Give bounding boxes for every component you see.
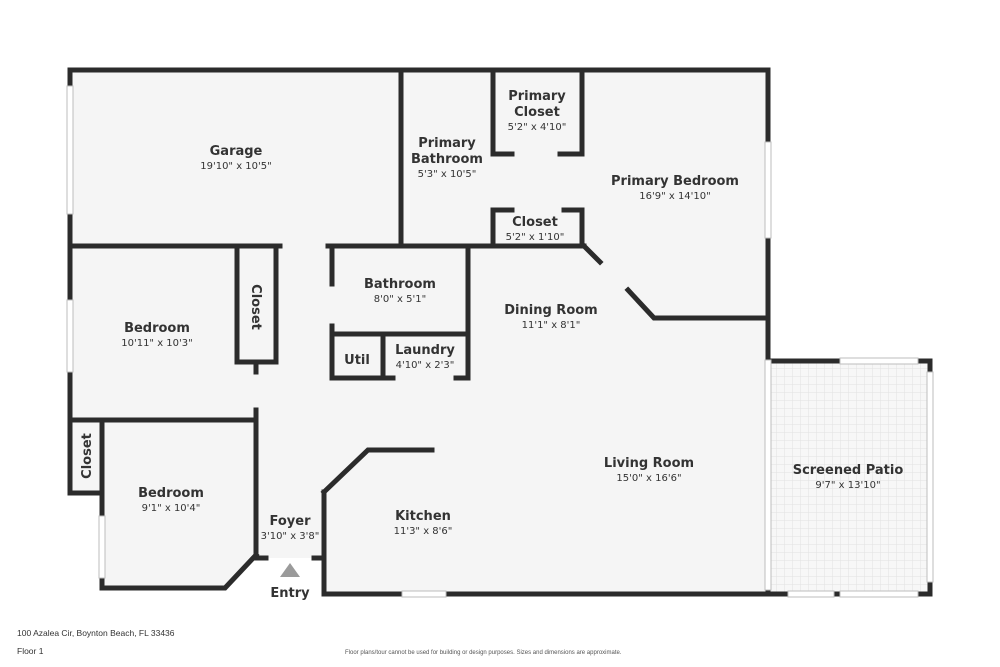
bedroom-2-dim: 9'1" x 10'4" bbox=[142, 503, 201, 514]
bedroom-1-name: Bedroom bbox=[124, 321, 190, 336]
primary-bedroom-name: Primary Bedroom bbox=[611, 174, 739, 189]
room-labels: Garage 19'10" x 10'5" Primary Bathroom 5… bbox=[80, 89, 903, 542]
kitchen-name: Kitchen bbox=[395, 509, 451, 524]
bathroom-dim: 8'0" x 5'1" bbox=[374, 294, 426, 305]
windows bbox=[66, 85, 934, 598]
primary-closet-name-1: Primary bbox=[508, 89, 566, 104]
primary-closet-name-2: Closet bbox=[514, 105, 560, 120]
closet-vertical-1-name: Closet bbox=[248, 284, 263, 330]
kitchen-dim: 11'3" x 8'6" bbox=[394, 526, 453, 537]
primary-bedroom-dim: 16'9" x 14'10" bbox=[639, 191, 711, 202]
entry-label: Entry bbox=[270, 586, 310, 601]
floor-label: Floor 1 bbox=[17, 646, 44, 656]
bedroom-1-dim: 10'11" x 10'3" bbox=[121, 338, 193, 349]
laundry-name: Laundry bbox=[395, 343, 455, 358]
util-name: Util bbox=[344, 353, 370, 368]
primary-closet-dim: 5'2" x 4'10" bbox=[508, 122, 567, 133]
garage-name: Garage bbox=[210, 144, 263, 159]
foyer-name: Foyer bbox=[270, 514, 312, 529]
laundry-dim: 4'10" x 2'3" bbox=[396, 360, 455, 371]
closet-small-dim: 5'2" x 1'10" bbox=[506, 232, 565, 243]
disclaimer-text: Floor plans/tour cannot be used for buil… bbox=[345, 650, 622, 656]
living-room-dim: 15'0" x 16'6" bbox=[616, 473, 681, 484]
foyer-dim: 3'10" x 3'8" bbox=[261, 531, 320, 542]
closet-small-name: Closet bbox=[512, 215, 558, 230]
dining-room-dim: 11'1" x 8'1" bbox=[522, 320, 581, 331]
closet-vertical-2-name: Closet bbox=[80, 433, 95, 479]
primary-bathroom-name-2: Bathroom bbox=[411, 152, 483, 167]
dining-room-name: Dining Room bbox=[504, 303, 597, 318]
garage-dim: 19'10" x 10'5" bbox=[200, 161, 272, 172]
bedroom-2-name: Bedroom bbox=[138, 486, 204, 501]
screened-patio-name: Screened Patio bbox=[793, 463, 904, 478]
bathroom-name: Bathroom bbox=[364, 277, 436, 292]
primary-bathroom-dim: 5'3" x 10'5" bbox=[418, 169, 477, 180]
screened-patio-dim: 9'7" x 13'10" bbox=[815, 480, 880, 491]
primary-bathroom-name-1: Primary bbox=[418, 136, 476, 151]
entry-arrow-icon bbox=[280, 563, 300, 577]
address-text: 100 Azalea Cir, Boynton Beach, FL 33436 bbox=[17, 628, 175, 638]
living-room-name: Living Room bbox=[604, 456, 694, 471]
screened-patio-area bbox=[770, 361, 930, 594]
floor-fill bbox=[70, 70, 768, 594]
